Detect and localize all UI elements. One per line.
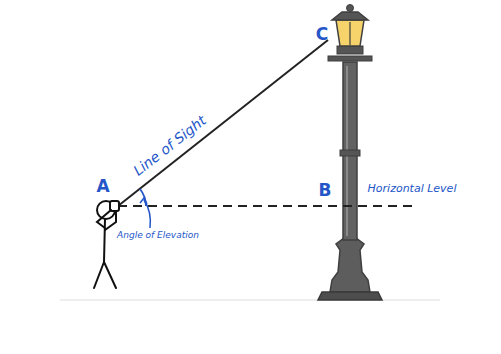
- lamp-frame: [349, 22, 350, 45]
- point-label: C: [316, 25, 328, 44]
- observer-figure: [94, 201, 119, 288]
- angle-arc: [140, 189, 146, 206]
- lamp-finial: [347, 5, 354, 12]
- lamp-glass: [336, 20, 364, 46]
- lamp-foot: [318, 292, 382, 300]
- point-label: B: [319, 181, 332, 200]
- angle-pointer-head: [140, 198, 147, 204]
- line-label: Line of Sight: [131, 113, 210, 179]
- line-of-sight: [118, 40, 328, 206]
- angle-pointer: [144, 200, 150, 228]
- point-label: A: [96, 177, 109, 196]
- angle-label: Angle of Elevation: [117, 231, 199, 241]
- lamp-base: [330, 238, 370, 292]
- lamp-bottom: [337, 46, 363, 54]
- level-label: Horizontal Level: [368, 183, 457, 195]
- lamp-crossbar: [328, 56, 372, 61]
- pole-ring: [340, 150, 360, 156]
- lamp-cap: [332, 12, 368, 20]
- horizontal-level-line: [118, 205, 412, 207]
